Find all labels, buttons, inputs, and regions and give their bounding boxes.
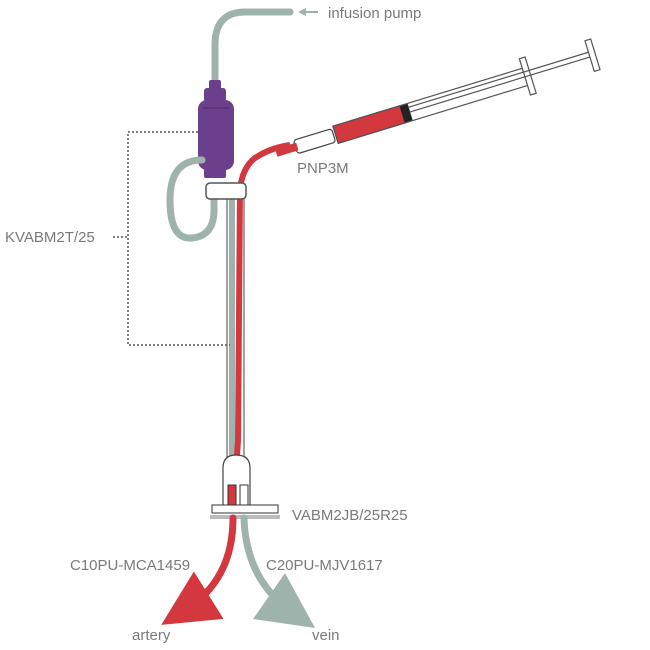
catheter-kit-bracket [127,131,230,346]
artery-label: artery [132,627,171,644]
artery-line-label: C10PU-MCA1459 [70,557,190,574]
artery-tube [161,514,237,625]
catheter-kit-label: KVABM2T/25 [5,229,95,246]
connector-label: VABM2JB/25R25 [292,507,408,524]
tube-clamp [205,182,247,200]
connector-housing [210,454,280,519]
vein-label: vein [312,627,340,644]
vein-tube [240,514,315,629]
infusion-pump-label: infusion pump [328,5,421,22]
filter-chamber-icon [198,88,234,178]
vein-line-label: C20PU-MJV1617 [266,557,383,574]
syringe-icon [275,38,601,157]
infusion-tube [211,8,294,94]
syringe-part-label: PNP3M [297,160,349,177]
infusion-arrow-icon [298,8,318,16]
gray-loop-tube [166,156,218,242]
